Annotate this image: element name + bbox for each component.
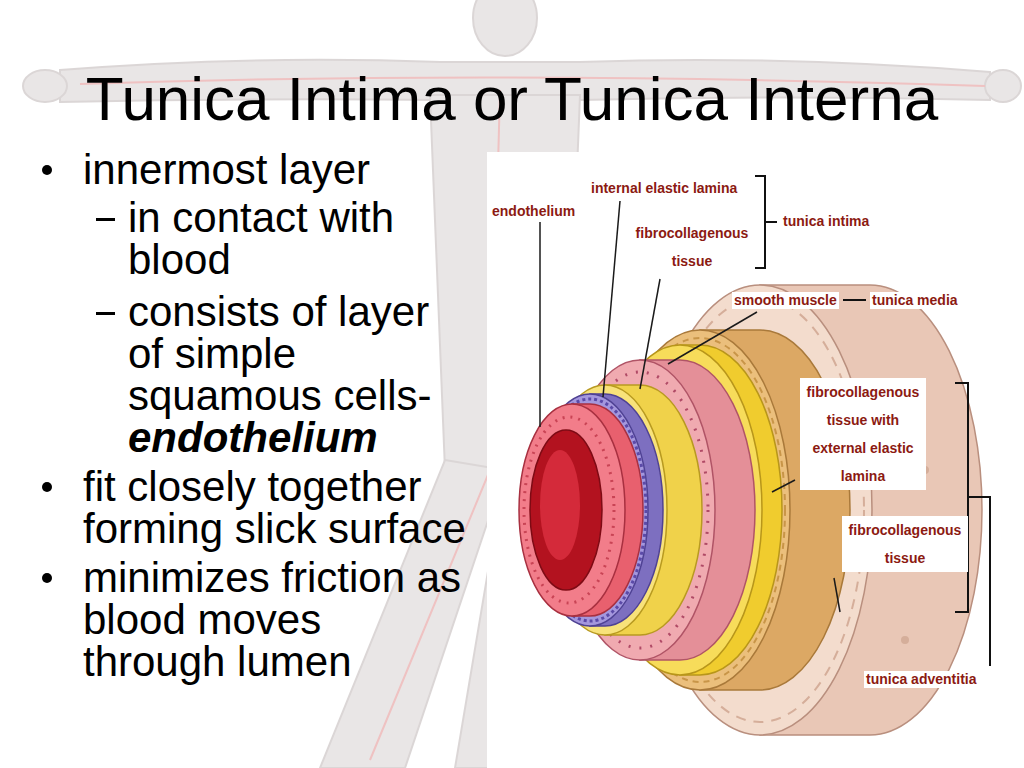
slide-title: Tunica Intima or Tunica Interna [0, 63, 1024, 135]
intima-bracket [755, 176, 777, 268]
bullet-text: consists of layer of simple squamous cel… [128, 288, 431, 419]
layer-name: tunica adventitia [864, 671, 978, 688]
part-label: smooth muscle [732, 292, 839, 309]
leader-line [772, 480, 795, 492]
figure-hand [985, 70, 1021, 102]
sub-bullet-dash [96, 218, 115, 221]
figure-hand [23, 70, 67, 102]
leader-lines [540, 201, 840, 612]
bullet-text: innermost layer [83, 146, 370, 193]
brackets [755, 176, 990, 666]
vessel-illustration [519, 285, 982, 735]
bullet-text: in contact with blood [128, 194, 394, 283]
lumen-highlight [540, 450, 580, 560]
leader-line [640, 279, 660, 389]
bullet-text: fit closely together forming slick surfa… [83, 463, 466, 552]
adventitia-cell [901, 636, 909, 644]
bullet-dot [42, 165, 52, 175]
part-label: fibrocollagenous tissue [842, 516, 968, 572]
lumen [530, 430, 602, 590]
part-label: fibrocollagenous tissue [629, 219, 755, 275]
figure-vessel [370, 90, 500, 760]
emphasis-term: endothelium [128, 417, 468, 459]
layer-name: tunica intima [781, 213, 871, 230]
part-label: endothelium [490, 203, 577, 220]
leader-line [668, 312, 757, 364]
bullet-item: consists of layer of simple squamous cel… [128, 291, 468, 459]
bullet-item: in contact with blood [128, 197, 468, 281]
illustration-panel [487, 152, 1002, 768]
bullet-dot [42, 482, 52, 492]
bullet-text: minimizes friction as blood moves throug… [83, 554, 461, 685]
leader-line [539, 222, 541, 427]
bullet-item: fit closely together forming slick surfa… [83, 466, 471, 550]
bullet-item: innermost layer [83, 149, 471, 191]
bullet-dot [42, 573, 52, 583]
media-connector [843, 299, 866, 301]
layer-name: tunica media [870, 292, 960, 309]
endothelial-cells [524, 417, 614, 603]
bullet-item: minimizes friction as blood moves throug… [83, 557, 471, 683]
part-label: fibrocollagenous tissue with external el… [800, 378, 926, 490]
endothelium-face [519, 404, 625, 616]
sub-bullet-dash [96, 312, 115, 315]
leader-line [834, 578, 840, 612]
part-label: internal elastic lamina [589, 180, 739, 197]
leader-line [603, 201, 620, 397]
figure-head [473, 0, 537, 56]
